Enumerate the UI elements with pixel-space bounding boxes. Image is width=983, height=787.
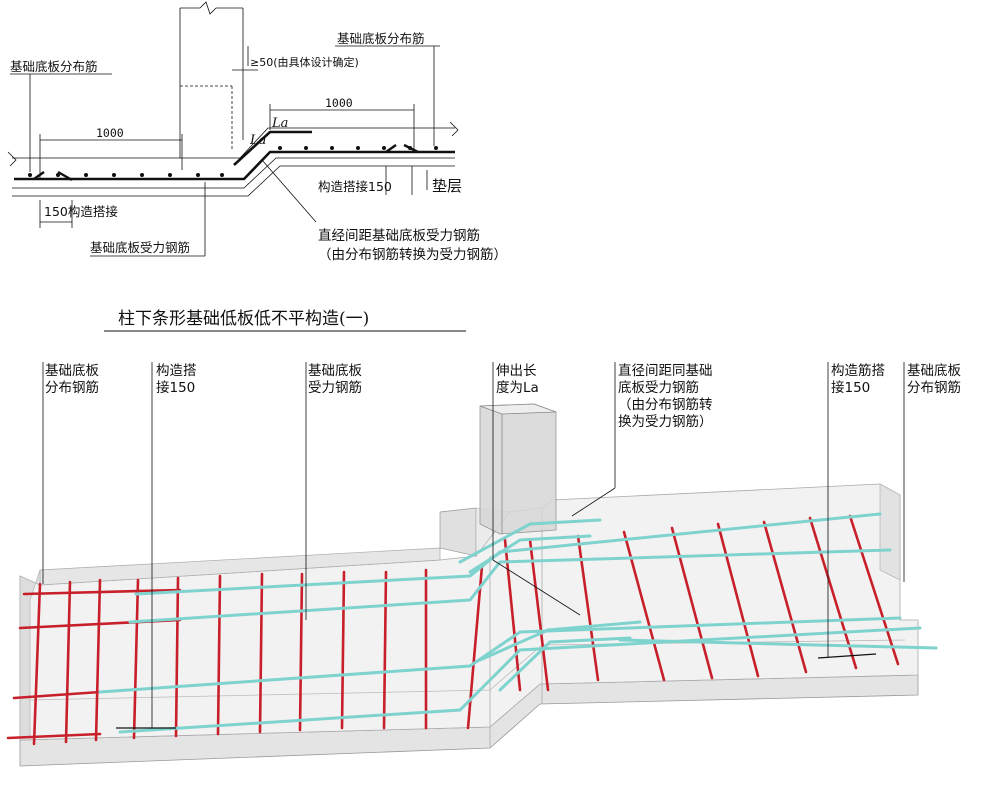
main-rebar-line (14, 150, 455, 181)
svg-text:接150: 接150 (831, 379, 870, 396)
callout-text-2: 构造搭 接150 (156, 363, 197, 396)
main-rebar-group (6, 514, 900, 746)
label-converted-2: （由分布钢筋转换为受力钢筋） (318, 246, 507, 263)
svg-text:构造筋搭: 构造筋搭 (831, 362, 885, 379)
svg-text:基础底板: 基础底板 (45, 362, 99, 379)
svg-text:分布钢筋: 分布钢筋 (45, 379, 99, 396)
concrete-body (19, 483, 919, 767)
svg-text:构造搭: 构造搭 (156, 363, 197, 379)
callout-text-3: 基础底板 受力钢筋 (308, 362, 362, 396)
distribution-rebar-group (98, 512, 938, 734)
label-lap-left: 150构造搭接 (44, 204, 118, 219)
label-dim-1000-left: 1000 (96, 126, 124, 140)
callout-text-6: 构造筋搭 接150 (831, 362, 885, 396)
callout-text-7: 基础底板 分布钢筋 (907, 362, 961, 396)
svg-text:（由分布钢筋转: （由分布钢筋转 (618, 396, 713, 413)
label-offset-note: ≥50(由具体设计确定) (250, 55, 359, 69)
label-la-1: La (271, 116, 288, 131)
label-main-bar: 基础底板受力钢筋 (90, 240, 190, 255)
svg-text:接150: 接150 (156, 379, 195, 396)
callout-text-4: 伸出长 度为La (496, 363, 539, 396)
dimension-lines (39, 69, 415, 228)
distribution-bar-dots (28, 146, 438, 177)
section-drawing: 基础底板分布筋 基础底板分布筋 ≥50(由具体设计确定) 1000 1000 L… (7, 1, 507, 263)
svg-text:基础底板: 基础底板 (907, 362, 961, 379)
svg-text:换为受力钢筋）: 换为受力钢筋） (618, 413, 713, 430)
svg-text:分布钢筋: 分布钢筋 (907, 379, 961, 396)
slab-outline (7, 121, 459, 197)
svg-text:基础底板: 基础底板 (308, 362, 362, 379)
callout-leaders (42, 362, 905, 729)
drawing-caption: 柱下条形基础低板低不平构造(一) (118, 309, 369, 329)
label-la-2: La (249, 133, 266, 148)
column-outline (179, 1, 244, 158)
leader-lines (10, 45, 440, 257)
column-3d (479, 403, 557, 535)
callout-text-1: 基础底板 分布钢筋 (45, 362, 99, 396)
svg-text:受力钢筋: 受力钢筋 (308, 379, 362, 396)
svg-text:底板受力钢筋: 底板受力钢筋 (618, 379, 699, 396)
label-dim-1000-right: 1000 (325, 96, 353, 110)
isometric-view (6, 362, 938, 767)
label-lap-right: 构造搭接150 (318, 179, 392, 194)
label-cushion: 垫层 (432, 177, 462, 195)
label-converted-1: 直经间距基础底板受力钢筋 (318, 227, 480, 244)
label-dist-right: 基础底板分布筋 (337, 31, 425, 46)
label-dist-left: 基础底板分布筋 (10, 59, 98, 74)
svg-text:度为La: 度为La (496, 380, 539, 396)
svg-text:直径间距同基础: 直径间距同基础 (618, 362, 713, 379)
callout-text-5: 直径间距同基础 底板受力钢筋 （由分布钢筋转 换为受力钢筋） (618, 362, 713, 430)
bent-bar (233, 130, 312, 166)
svg-text:伸出长: 伸出长 (496, 363, 537, 379)
